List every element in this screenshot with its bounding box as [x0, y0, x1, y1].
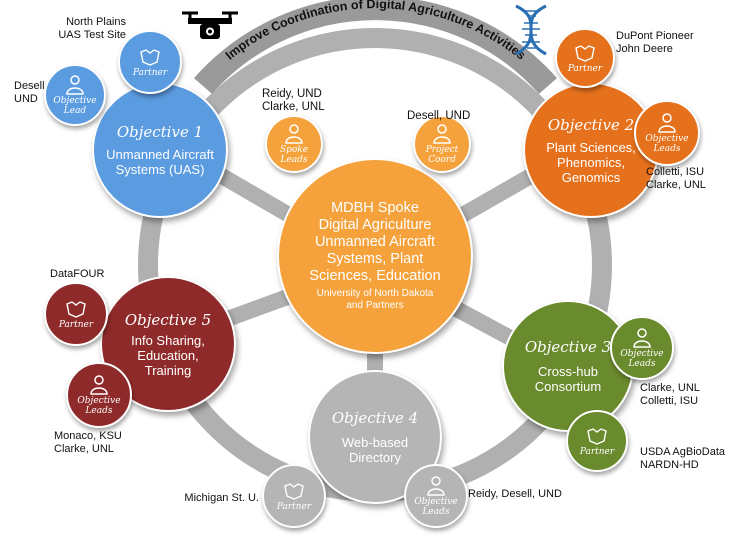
objective-3-lead-names: Clarke, UNL Colletti, ISU [640, 382, 700, 407]
objective-4-partner-label: Partner [276, 502, 312, 512]
objective-1-title: Objective 1 [116, 123, 204, 141]
handshake-icon [575, 45, 595, 62]
handshake-icon [587, 428, 607, 445]
objective-2-title: Objective 2 [547, 115, 635, 134]
handshake-icon [284, 483, 304, 500]
arc-banner [194, 0, 557, 94]
objective-3-lead: Objective Leads [610, 316, 674, 380]
drone-icon [182, 11, 238, 39]
objective-2-lead-label: Objective Leads [645, 134, 689, 154]
person-icon [633, 328, 651, 348]
objective-2-lead-names: Colletti, ISU Clarke, UNL [646, 166, 706, 191]
center-title: MDBH Spoke Digital Agriculture Unmanned … [309, 200, 441, 284]
objective-1-partner-names: North Plains UAS Test Site [58, 16, 126, 41]
objective-3-lead-label: Objective Leads [620, 349, 664, 369]
person-icon [427, 476, 445, 496]
objective-5-lead-names: Monaco, KSU Clarke, UNL [54, 430, 122, 455]
objective-3-partner: Partner [566, 410, 628, 472]
project-coord-names: Desell, UND [407, 110, 471, 122]
project-coord-label: Project Coord [425, 145, 459, 165]
objective-2-lead: Objective Leads [634, 100, 700, 166]
objective-2-partner-label: Partner [567, 64, 603, 74]
objective-3-partner-names: USDA AgBioData NARDN-HD [640, 446, 725, 471]
spoke-leads-label: Spoke Leads [279, 145, 309, 165]
handshake-icon [140, 49, 160, 66]
person-icon [658, 113, 676, 133]
objective-4-body: Web-based Directory [341, 435, 409, 465]
center-spoke: MDBH Spoke Digital Agriculture Unmanned … [277, 158, 473, 354]
objective-1: Objective 1 Unmanned Aircraft Systems (U… [92, 82, 228, 218]
objective-4-title: Objective 4 [331, 409, 419, 427]
objective-4-lead-label: Objective Leads [414, 497, 458, 517]
objective-2: Objective 2 Plant Sciences, Phenomics, G… [523, 82, 659, 218]
objective-4-lead: Objective Leads [404, 464, 468, 528]
objective-5-lead-label: Objective Leads [77, 396, 121, 416]
person-icon [285, 124, 303, 144]
objective-3-body: Cross-hub Consortium [534, 364, 602, 394]
objective-2-partner: Partner [555, 28, 615, 88]
spoke-leads-names: Reidy, UND Clarke, UNL [262, 88, 325, 113]
objective-5-body: Info Sharing, Education, Training [131, 332, 205, 378]
objective-1-body: Unmanned Aircraft Systems (UAS) [106, 147, 214, 177]
handshake-icon [66, 301, 86, 318]
objective-3-title: Objective 3 [524, 338, 612, 356]
spoke-leads-badge: Spoke Leads [265, 115, 323, 173]
center-subtitle: University of North Dakota and Partners [316, 288, 434, 311]
objective-5-lead: Objective Leads [66, 362, 132, 428]
objective-3: Objective 3 Cross-hub Consortium [502, 300, 634, 432]
objective-2-body: Plant Sciences, Phenomics, Genomics [546, 139, 636, 185]
objective-5-partner: Partner [44, 282, 108, 346]
objective-1-lead: Objective Lead [44, 64, 106, 126]
objective-1-partner-label: Partner [132, 68, 168, 78]
dna-icon [515, 4, 547, 56]
objective-2-partner-names: DuPont Pioneer John Deere [616, 30, 694, 55]
objective-3-partner-label: Partner [579, 447, 615, 457]
objective-4-partner-names: Michigan St. U. [184, 492, 259, 504]
person-icon [90, 375, 108, 395]
objective-4-lead-names: Reidy, Desell, UND [468, 488, 562, 500]
person-icon [433, 124, 451, 144]
objective-4-partner: Partner [262, 464, 326, 528]
objective-1-lead-label: Objective Lead [53, 96, 97, 116]
person-icon [66, 75, 84, 95]
objective-5-partner-names: DataFOUR [50, 268, 105, 280]
objective-1-partner: Partner [118, 30, 182, 94]
objective-5-partner-label: Partner [58, 320, 94, 330]
project-coord-badge: Project Coord [413, 115, 471, 173]
objective-1-lead-names: Desell UND [14, 80, 45, 105]
objective-5-title: Objective 5 [124, 310, 212, 329]
